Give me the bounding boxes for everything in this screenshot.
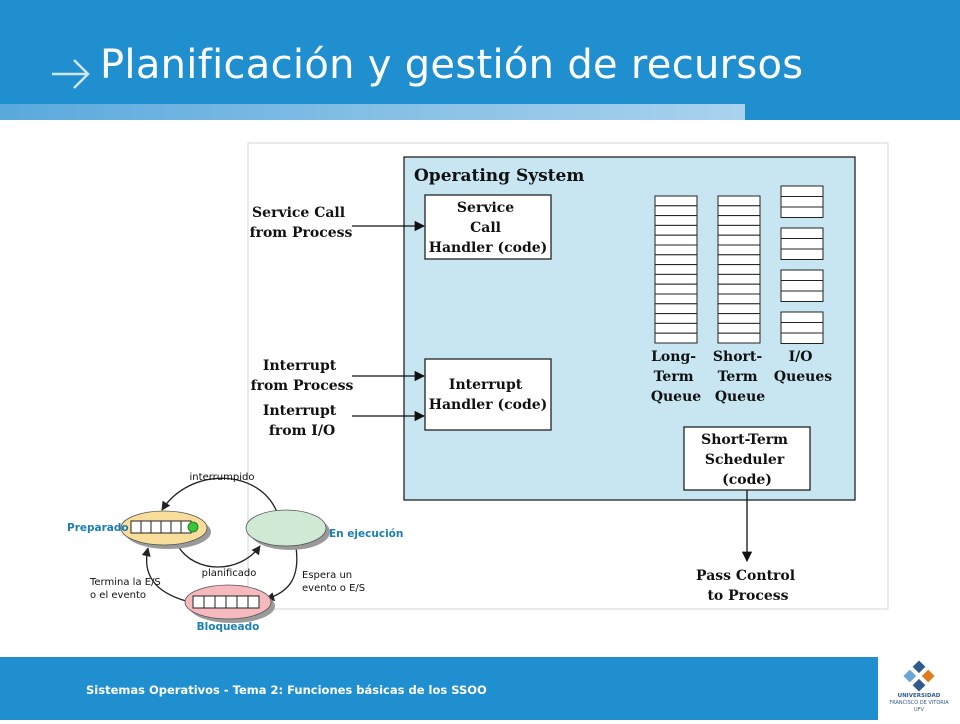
interrupt-handler-label: Interrupt Handler (code)	[429, 377, 548, 413]
service-call-handler-box	[424, 194, 552, 260]
queue-slot	[654, 264, 698, 275]
university-logo-mark	[903, 660, 935, 692]
io-queue-slot	[780, 311, 824, 323]
ready-token	[187, 521, 199, 533]
io-queue-slot	[780, 322, 824, 334]
blocked-queue-cell	[236, 595, 249, 609]
os-title: Operating System	[414, 166, 584, 186]
interrupt-io-label: Interrupt from I/O	[263, 403, 341, 439]
long-term-queue	[654, 195, 698, 344]
queue-slot	[654, 234, 698, 246]
interrupted-arrow	[161, 477, 279, 516]
queue-slot	[654, 313, 698, 324]
queue-slot	[717, 244, 761, 256]
blocked-queue-cell	[247, 595, 260, 609]
queue-slot	[654, 322, 698, 334]
queue-slot	[717, 254, 761, 266]
queue-slot	[717, 205, 761, 217]
pass-control-label: Pass Control to Process	[696, 568, 800, 604]
queue-slot	[717, 283, 761, 295]
queue-slot	[717, 264, 761, 275]
interrupt-process-label: Interrupt from Process	[251, 358, 354, 394]
io-queue-slot	[780, 206, 824, 218]
logo-line3: UFV	[914, 707, 924, 713]
queue-slot	[654, 293, 698, 305]
io-queue-slot	[780, 248, 824, 260]
io-queue-slot	[780, 269, 824, 281]
queue-slot	[654, 254, 698, 266]
ready-queue-cell	[130, 520, 142, 534]
io-queue-slot	[780, 280, 824, 292]
queue-slot	[717, 273, 761, 285]
queue-slot	[654, 244, 698, 256]
io-queue-slot	[780, 290, 824, 302]
ready-queue-cell	[140, 520, 152, 534]
blocked-queue-cell	[225, 595, 238, 609]
wait-event-label: Espera un evento o E/S	[302, 570, 365, 594]
queue-slot	[717, 293, 761, 305]
running-state-label: En ejecución	[329, 528, 403, 540]
scheduled-label: planificado	[202, 568, 257, 579]
process-state-diagram: Preparado En ejecución Bloqueado interru…	[67, 472, 403, 633]
blocked-queue-cell	[214, 595, 227, 609]
service-call-handler-label: Service Call Handler (code)	[429, 200, 548, 256]
io-queues	[780, 185, 824, 344]
queue-slot	[717, 234, 761, 246]
long-term-queue-label: Long- Term Queue	[651, 349, 701, 405]
queue-slot	[654, 303, 698, 315]
interrupt-handler-box	[424, 358, 552, 431]
slide-title: Planificación y gestión de recursos	[100, 42, 804, 88]
io-queue-slot	[780, 238, 824, 250]
ready-state-label: Preparado	[67, 522, 129, 534]
queue-slot	[717, 303, 761, 315]
header-band	[0, 104, 745, 120]
queue-slot	[654, 283, 698, 295]
queue-slot	[654, 273, 698, 285]
blocked-state-label: Bloqueado	[197, 621, 260, 633]
ready-queue-cell	[150, 520, 162, 534]
short-term-queue-label: Short- Term Queue	[713, 349, 767, 405]
event-done-arrow	[141, 547, 187, 602]
queue-slot	[717, 224, 761, 236]
io-queue-slot	[780, 185, 824, 197]
service-call-input-label: Service Call from Process	[250, 205, 353, 241]
queue-slot	[717, 332, 761, 344]
slide-footer	[0, 657, 878, 720]
logo-line1: UNIVERSIDAD	[897, 693, 941, 699]
scheduler-label: Short-Term Scheduler (code)	[701, 432, 793, 488]
ready-queue-cell	[160, 520, 172, 534]
queue-slot	[654, 215, 698, 226]
io-queue-slot	[780, 227, 824, 239]
blocked-queue-cell	[192, 595, 205, 609]
queue-slot	[717, 215, 761, 226]
io-queue-slot	[780, 196, 824, 208]
queue-slot	[717, 322, 761, 334]
queue-slot	[717, 195, 761, 207]
short-term-queue	[717, 195, 761, 344]
event-done-label: Termina la E/S o el evento	[89, 577, 164, 601]
queue-slot	[654, 332, 698, 344]
io-queues-label: I/O Queues	[774, 349, 832, 385]
slide-header	[0, 0, 960, 120]
io-queue-slot	[780, 332, 824, 344]
queue-slot	[717, 313, 761, 324]
arrow-right-icon	[52, 59, 90, 89]
blocked-queue-cells	[192, 595, 260, 609]
logo-line2: FRANCISCO DE VITORIA	[889, 700, 949, 706]
interrupted-label: interrumpido	[190, 472, 255, 483]
queue-slot	[654, 205, 698, 217]
ready-queue-cell	[170, 520, 182, 534]
wait-event-arrow	[265, 546, 298, 602]
queue-slot	[654, 195, 698, 207]
running-state	[245, 509, 327, 547]
footer-text: Sistemas Operativos - Tema 2: Funciones …	[86, 683, 487, 697]
queue-slot	[654, 224, 698, 236]
blocked-queue-cell	[203, 595, 216, 609]
scheduler-box	[683, 426, 811, 491]
ready-queue-cells	[130, 520, 192, 534]
scheduled-arrow	[177, 545, 261, 568]
university-logo	[878, 657, 960, 720]
